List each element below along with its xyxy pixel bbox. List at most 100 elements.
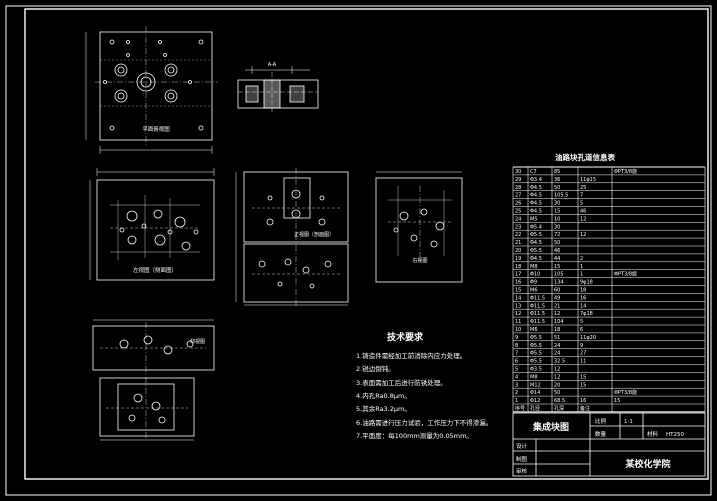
table-cell: 1 — [580, 272, 583, 278]
title-block-qty-label: 数量 — [595, 430, 607, 438]
front-view-label: 正视图（剖面图） — [294, 231, 334, 238]
table-cell: M6 — [530, 327, 538, 333]
top-view — [85, 26, 218, 154]
table-cell: 1 — [515, 398, 518, 404]
table-cell: Φ5.5 — [530, 335, 542, 341]
table-cell: 10 — [554, 216, 560, 222]
table-cell: 46 — [580, 209, 586, 215]
title-block-school: 某校化学院 — [625, 458, 670, 470]
table-cell: 49 — [554, 295, 560, 301]
table-cell: 14 — [515, 295, 521, 301]
table-cell: 44 — [554, 256, 560, 262]
drawing-border-outer — [5, 5, 712, 496]
table-cell: 105.5 — [554, 193, 568, 199]
table-cell: Φ10 — [530, 272, 540, 278]
table-cell: 25 — [580, 185, 586, 191]
table-cell: 11φ20 — [580, 335, 596, 341]
table-cell: M8 — [530, 264, 538, 270]
title-block-material-label: 材料 — [647, 430, 659, 438]
table-cell: 12 — [515, 311, 521, 317]
drawing-border-inner — [24, 8, 709, 480]
table-cell: 12 — [554, 374, 560, 380]
table-cell: 21 — [515, 240, 521, 246]
table-cell: 27 — [515, 193, 521, 199]
table-cell: M8 — [530, 374, 538, 380]
tech-item: 7.平面度：每100mm测量为0.05mm。 — [356, 431, 473, 440]
table-cell: 11 — [515, 319, 521, 325]
table-cell: 104 — [554, 319, 564, 325]
table-cell: 12 — [554, 311, 560, 317]
table-cell: 5 — [580, 319, 583, 325]
table-cell: 11 — [580, 359, 586, 365]
table-cell: Φ5.5 — [530, 232, 542, 238]
left-view — [89, 168, 215, 281]
table-cell: 19 — [515, 256, 521, 262]
table-cell: 72 — [554, 232, 560, 238]
table-cell: ΦPT3/8旋 — [614, 271, 637, 278]
table-header-cell: 孔径 — [530, 405, 540, 412]
table-cell: 105 — [554, 272, 564, 278]
table-cell: 3 — [515, 382, 518, 388]
tech-item: 5.其余Ra3.2μm。 — [356, 404, 411, 413]
table-cell: Φ5.5 — [530, 351, 542, 357]
section-label: A-A — [268, 62, 277, 68]
table-cell: 9 — [580, 343, 583, 349]
tech-item: 3.表面需加工后进行防锈处理。 — [356, 378, 447, 387]
title-block-check-label: 审核 — [516, 467, 528, 475]
table-cell: 13 — [515, 303, 521, 309]
table-header-cell: 备注 — [580, 405, 590, 412]
table-cell: Φ14 — [530, 390, 540, 396]
table-cell: 7φ18 — [580, 311, 593, 317]
table-row: 17 Φ10 105 1 ΦPT3/8旋 — [515, 271, 637, 278]
table-cell: Φ5.5 — [530, 343, 542, 349]
table-cell: 51 — [554, 335, 560, 341]
right-view — [375, 171, 463, 283]
tech-list: 1.铸造件需经加工前消除内应力处理。 2.锐边倒钝。 3.表面需加工后进行防锈处… — [356, 351, 492, 440]
table-cell: M12 — [530, 382, 541, 388]
table-cell: 85 — [554, 169, 560, 175]
title-block-design-label: 设计 — [516, 442, 528, 450]
front-view — [235, 168, 349, 306]
table-cell: Φ11.5 — [530, 303, 545, 309]
table-cell: 32.5 — [554, 359, 565, 365]
table-cell: Φ4.5 — [530, 256, 542, 262]
title-block-scale-value: 1:1 — [624, 419, 633, 425]
table-cell: 2 — [580, 256, 583, 262]
table-cell: Φ11.5 — [530, 311, 545, 317]
table-cell: 17 — [515, 272, 521, 278]
table-cell: 18 — [580, 288, 586, 294]
table-cell: 14 — [580, 303, 586, 309]
table-cell: ΦPT3/8旋 — [614, 389, 637, 396]
table-cell: 15 — [614, 398, 620, 404]
table-cell: 7 — [515, 351, 518, 357]
table-cell: 15 — [580, 382, 586, 388]
table-cell: 26 — [515, 201, 521, 207]
table-cell: 46 — [554, 248, 560, 254]
table-header-cell: 序号 — [515, 405, 525, 412]
table-cell: Φ4.5 — [530, 209, 542, 215]
table-cell: 15 — [554, 264, 560, 270]
table-cell: 134 — [554, 280, 564, 286]
title-block-drawn-label: 制图 — [516, 455, 528, 463]
table-cell: Φ4.5 — [530, 185, 542, 191]
table-cell: 28 — [515, 185, 521, 191]
table-cell: 15 — [580, 374, 586, 380]
table-cell: Φ9 — [530, 280, 537, 286]
table-row: 19 Φ4.5 44 2 — [515, 256, 583, 262]
table-row: 12 Φ11.5 12 7φ18 — [515, 311, 593, 317]
table-cell: 16 — [515, 280, 521, 286]
table-cell: 24 — [515, 216, 521, 222]
table-cell: 12 — [554, 367, 560, 373]
table-header-cell: 孔深 — [554, 405, 564, 412]
